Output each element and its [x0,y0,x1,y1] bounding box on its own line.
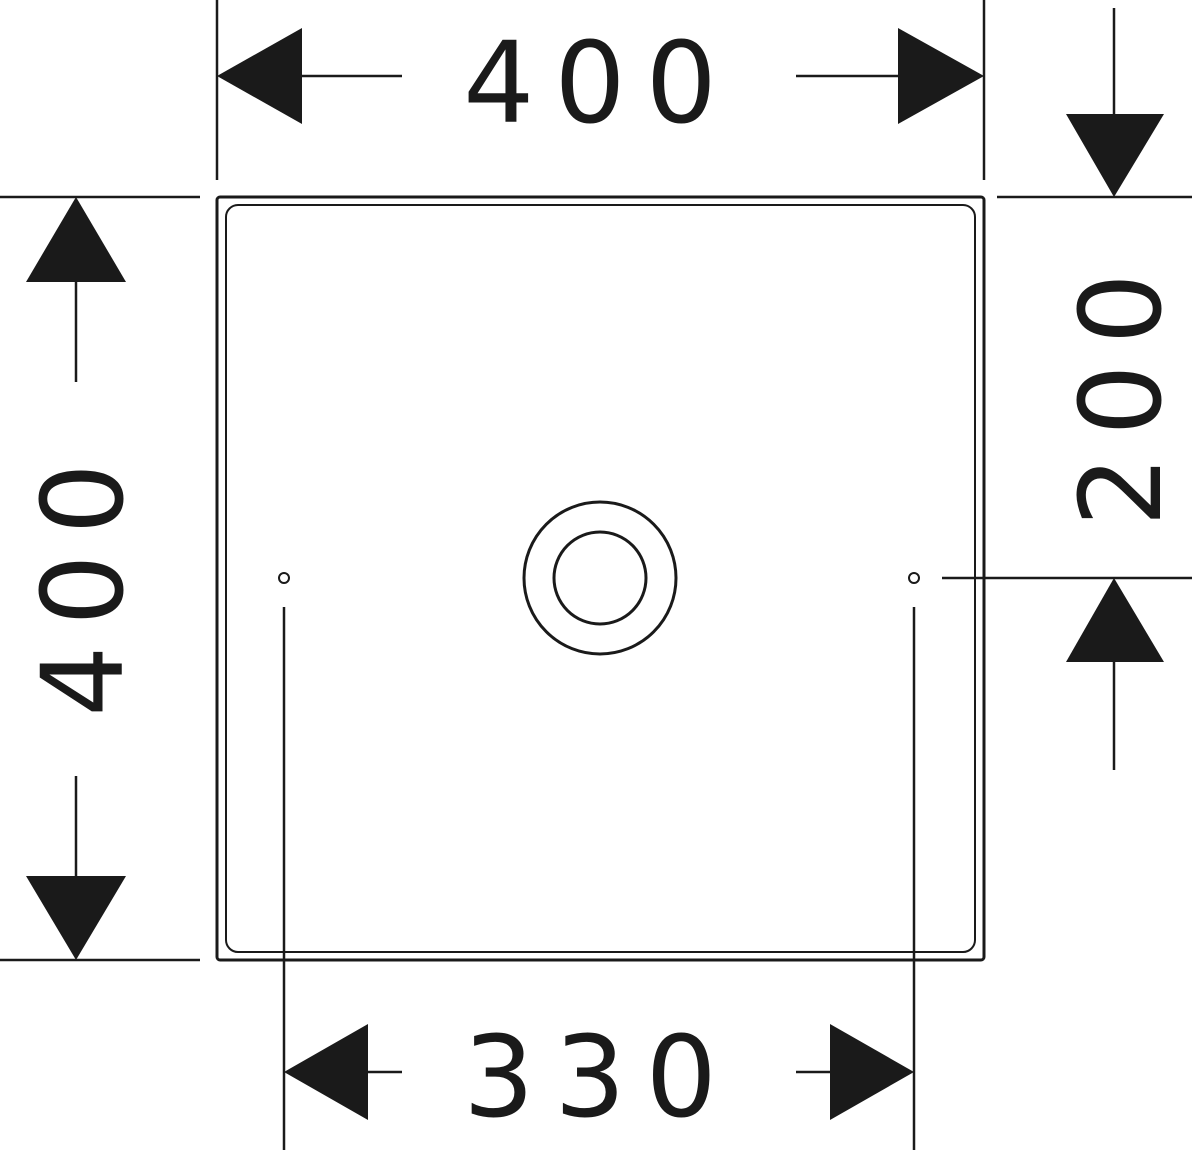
tap-hole-left [278,572,290,584]
arrow-up [1066,578,1164,662]
dimension-left-depth: 400 [19,197,149,960]
dimension-top-width: 400 [217,19,984,149]
basin-outline [215,195,986,962]
basin-bowl [225,204,976,953]
dimension-label-left: 400 [19,443,149,717]
dimension-label-top: 400 [463,19,737,149]
arrow-up [26,197,126,282]
arrow-down [26,876,126,960]
drain [522,500,678,656]
dimension-bottom-tap-spacing: 330 [284,1013,914,1143]
dimension-right-offset: 200 [1057,8,1187,770]
dimension-label-right: 200 [1057,253,1187,527]
arrow-right [898,28,984,124]
arrow-right [830,1024,914,1120]
drain-outer-ring [522,500,678,656]
arrow-left [284,1024,368,1120]
arrow-left [217,28,302,124]
dimension-label-bottom: 330 [463,1013,737,1143]
arrow-down [1066,114,1164,197]
drain-inner-ring [552,530,648,626]
tap-hole-right [908,572,920,584]
